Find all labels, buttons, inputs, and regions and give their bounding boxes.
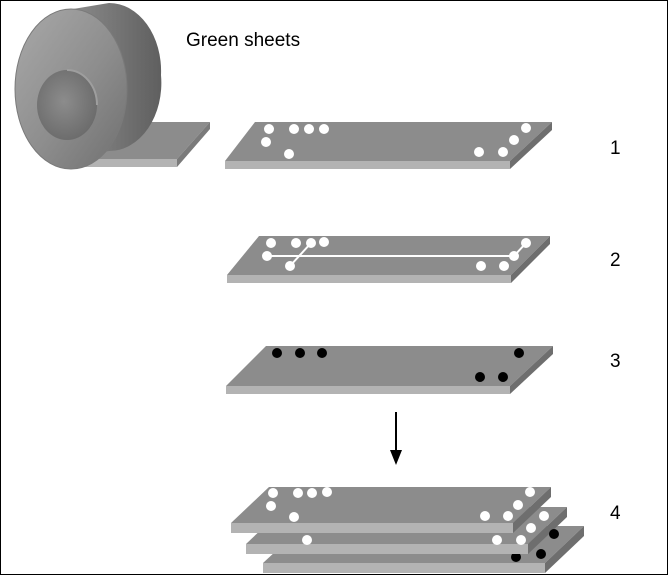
- sheet-side: [528, 507, 567, 554]
- filled-via: [549, 529, 559, 539]
- filled-via: [272, 348, 282, 358]
- via-hole: [291, 238, 301, 248]
- via-hole: [322, 487, 332, 497]
- down-arrow-icon: [390, 412, 402, 465]
- sheet-front: [231, 523, 513, 533]
- conductor-line: [289, 242, 312, 267]
- via-hole: [304, 124, 314, 134]
- filled-vias: [272, 348, 524, 382]
- via-hole: [302, 535, 312, 545]
- via-hole: [307, 488, 317, 498]
- filled-via: [514, 348, 524, 358]
- sheet-side: [511, 236, 550, 283]
- via-holes: [262, 237, 531, 271]
- via-hole: [539, 511, 549, 521]
- via-hole: [509, 135, 519, 145]
- via-hole: [266, 238, 276, 248]
- roll-tail-side: [177, 122, 210, 167]
- via-hole: [266, 501, 276, 511]
- filled-via: [317, 348, 327, 358]
- sheet-side: [510, 346, 553, 394]
- via-hole: [492, 535, 502, 545]
- via-hole: [284, 149, 294, 159]
- via-hole: [474, 147, 484, 157]
- stacked-sheet-top: [231, 487, 551, 533]
- via-hole: [261, 137, 271, 147]
- via-hole: [516, 535, 526, 545]
- via-hole: [513, 500, 523, 510]
- step-number-4: 4: [610, 503, 621, 524]
- via-hole: [521, 238, 531, 248]
- sheet-front: [246, 544, 528, 554]
- roll-core-rim: [66, 69, 98, 106]
- via-hole: [480, 511, 490, 521]
- via-hole: [262, 251, 272, 261]
- via-hole: [498, 147, 508, 157]
- via-hole: [476, 261, 486, 271]
- sheet-front: [263, 563, 545, 573]
- roll-core-hole: [37, 70, 97, 140]
- sheet-top: [231, 487, 551, 523]
- sheet-side: [545, 526, 584, 573]
- filled-via: [511, 552, 521, 562]
- green-sheets-label: Green sheets: [186, 30, 301, 51]
- sheet-front: [227, 275, 511, 283]
- via-hole: [319, 237, 329, 247]
- via-hole: [306, 238, 316, 248]
- sheet-step-3: [226, 346, 553, 394]
- via-hole: [268, 488, 278, 498]
- via-holes: [266, 487, 535, 522]
- via-hole: [503, 511, 513, 521]
- sheet-stack-step-4: [231, 487, 584, 573]
- arrow-head: [390, 450, 402, 465]
- via-hole: [285, 261, 295, 271]
- via-hole: [289, 512, 299, 522]
- sheet-front: [226, 386, 510, 394]
- filled-via: [498, 372, 508, 382]
- via-hole: [264, 124, 274, 134]
- via-holes: [261, 123, 531, 159]
- sheet-step-1: [225, 122, 552, 169]
- via-hole: [289, 124, 299, 134]
- sheet-side: [513, 487, 551, 533]
- via-hole: [319, 124, 329, 134]
- step-number-1: 1: [610, 138, 621, 159]
- green-sheet-roll-icon: [14, 2, 210, 170]
- via-hole: [526, 523, 536, 533]
- sheet-top: [226, 346, 553, 386]
- via-hole: [521, 123, 531, 133]
- via-hole: [525, 487, 535, 497]
- filled-via: [295, 348, 305, 358]
- via-hole: [293, 488, 303, 498]
- via-hole: [509, 251, 519, 261]
- sheet-front: [225, 161, 510, 169]
- filled-via: [536, 549, 546, 559]
- via-hole: [499, 261, 509, 271]
- sheet-step-2: [227, 236, 550, 283]
- filled-via: [475, 372, 485, 382]
- step-number-3: 3: [610, 351, 621, 372]
- sheet-side: [510, 122, 552, 169]
- step-number-2: 2: [610, 250, 621, 271]
